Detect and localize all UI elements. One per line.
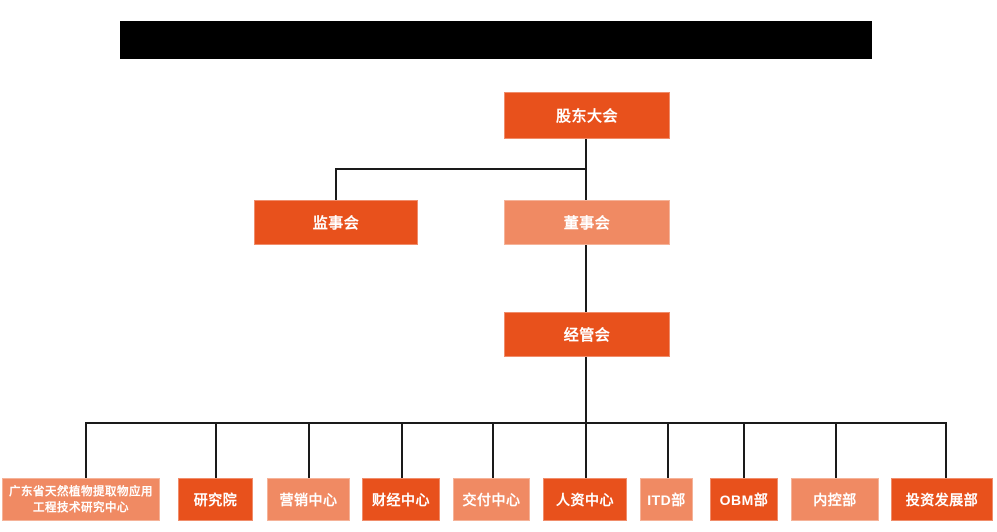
connector-drop-finance-center bbox=[401, 422, 403, 478]
connector-drop-itd-department bbox=[667, 422, 669, 478]
node-itd-department[interactable]: ITD部 bbox=[640, 478, 693, 521]
node-obm-department[interactable]: OBM部 bbox=[710, 478, 778, 521]
node-shareholders-label: 股东大会 bbox=[555, 108, 618, 125]
node-marketing-center-label: 营销中心 bbox=[279, 491, 338, 508]
connector-drop-delivery-center bbox=[492, 422, 494, 478]
connector-drop-research-institute bbox=[215, 422, 217, 478]
node-board-of-directors-label: 董事会 bbox=[563, 215, 611, 232]
connector-drop-hr-center bbox=[585, 422, 587, 478]
connector-supervisory-drop bbox=[335, 168, 337, 200]
connector-shareholders-down bbox=[585, 139, 587, 169]
node-internal-control-department-label: 内控部 bbox=[813, 491, 857, 508]
node-finance-center[interactable]: 财经中心 bbox=[362, 478, 440, 521]
connector-management-down bbox=[585, 357, 587, 423]
node-delivery-center[interactable]: 交付中心 bbox=[453, 478, 530, 521]
node-internal-control-department[interactable]: 内控部 bbox=[791, 478, 879, 521]
connector-board-to-management bbox=[585, 245, 587, 312]
title-banner bbox=[120, 21, 872, 59]
node-hr-center[interactable]: 人资中心 bbox=[543, 478, 627, 521]
node-board-of-directors[interactable]: 董事会 bbox=[504, 200, 670, 245]
node-management-committee-label: 经管会 bbox=[563, 327, 611, 344]
node-research-institute[interactable]: 研究院 bbox=[178, 478, 253, 521]
node-delivery-center-label: 交付中心 bbox=[462, 491, 521, 508]
node-supervisory-board[interactable]: 监事会 bbox=[254, 200, 418, 245]
node-shareholders[interactable]: 股东大会 bbox=[504, 92, 670, 139]
node-management-committee[interactable]: 经管会 bbox=[504, 312, 670, 357]
node-hr-center-label: 人资中心 bbox=[556, 491, 614, 508]
connector-drop-obm-department bbox=[743, 422, 745, 478]
node-itd-department-label: ITD部 bbox=[647, 491, 686, 508]
node-gd-research-center-label: 广东省天然植物提取物应用工程技术研究中心 bbox=[9, 485, 153, 514]
node-finance-center-label: 财经中心 bbox=[372, 491, 430, 508]
connector-drop-internal-control-department bbox=[835, 422, 837, 478]
node-investment-development-department-label: 投资发展部 bbox=[905, 491, 979, 508]
node-research-institute-label: 研究院 bbox=[193, 491, 238, 508]
connector-drop-investment-development-department bbox=[945, 422, 947, 478]
node-obm-department-label: OBM部 bbox=[719, 491, 769, 508]
connector-drop-gd-research-center bbox=[85, 422, 87, 478]
node-supervisory-board-label: 监事会 bbox=[312, 215, 360, 232]
node-investment-development-department[interactable]: 投资发展部 bbox=[891, 478, 993, 521]
connector-drop-marketing-center bbox=[308, 422, 310, 478]
node-marketing-center[interactable]: 营销中心 bbox=[267, 478, 350, 521]
connector-departments-bus bbox=[85, 422, 946, 424]
node-gd-research-center[interactable]: 广东省天然植物提取物应用工程技术研究中心 bbox=[2, 478, 160, 521]
connector-level2-bus bbox=[335, 168, 587, 170]
connector-board-drop bbox=[585, 168, 587, 200]
